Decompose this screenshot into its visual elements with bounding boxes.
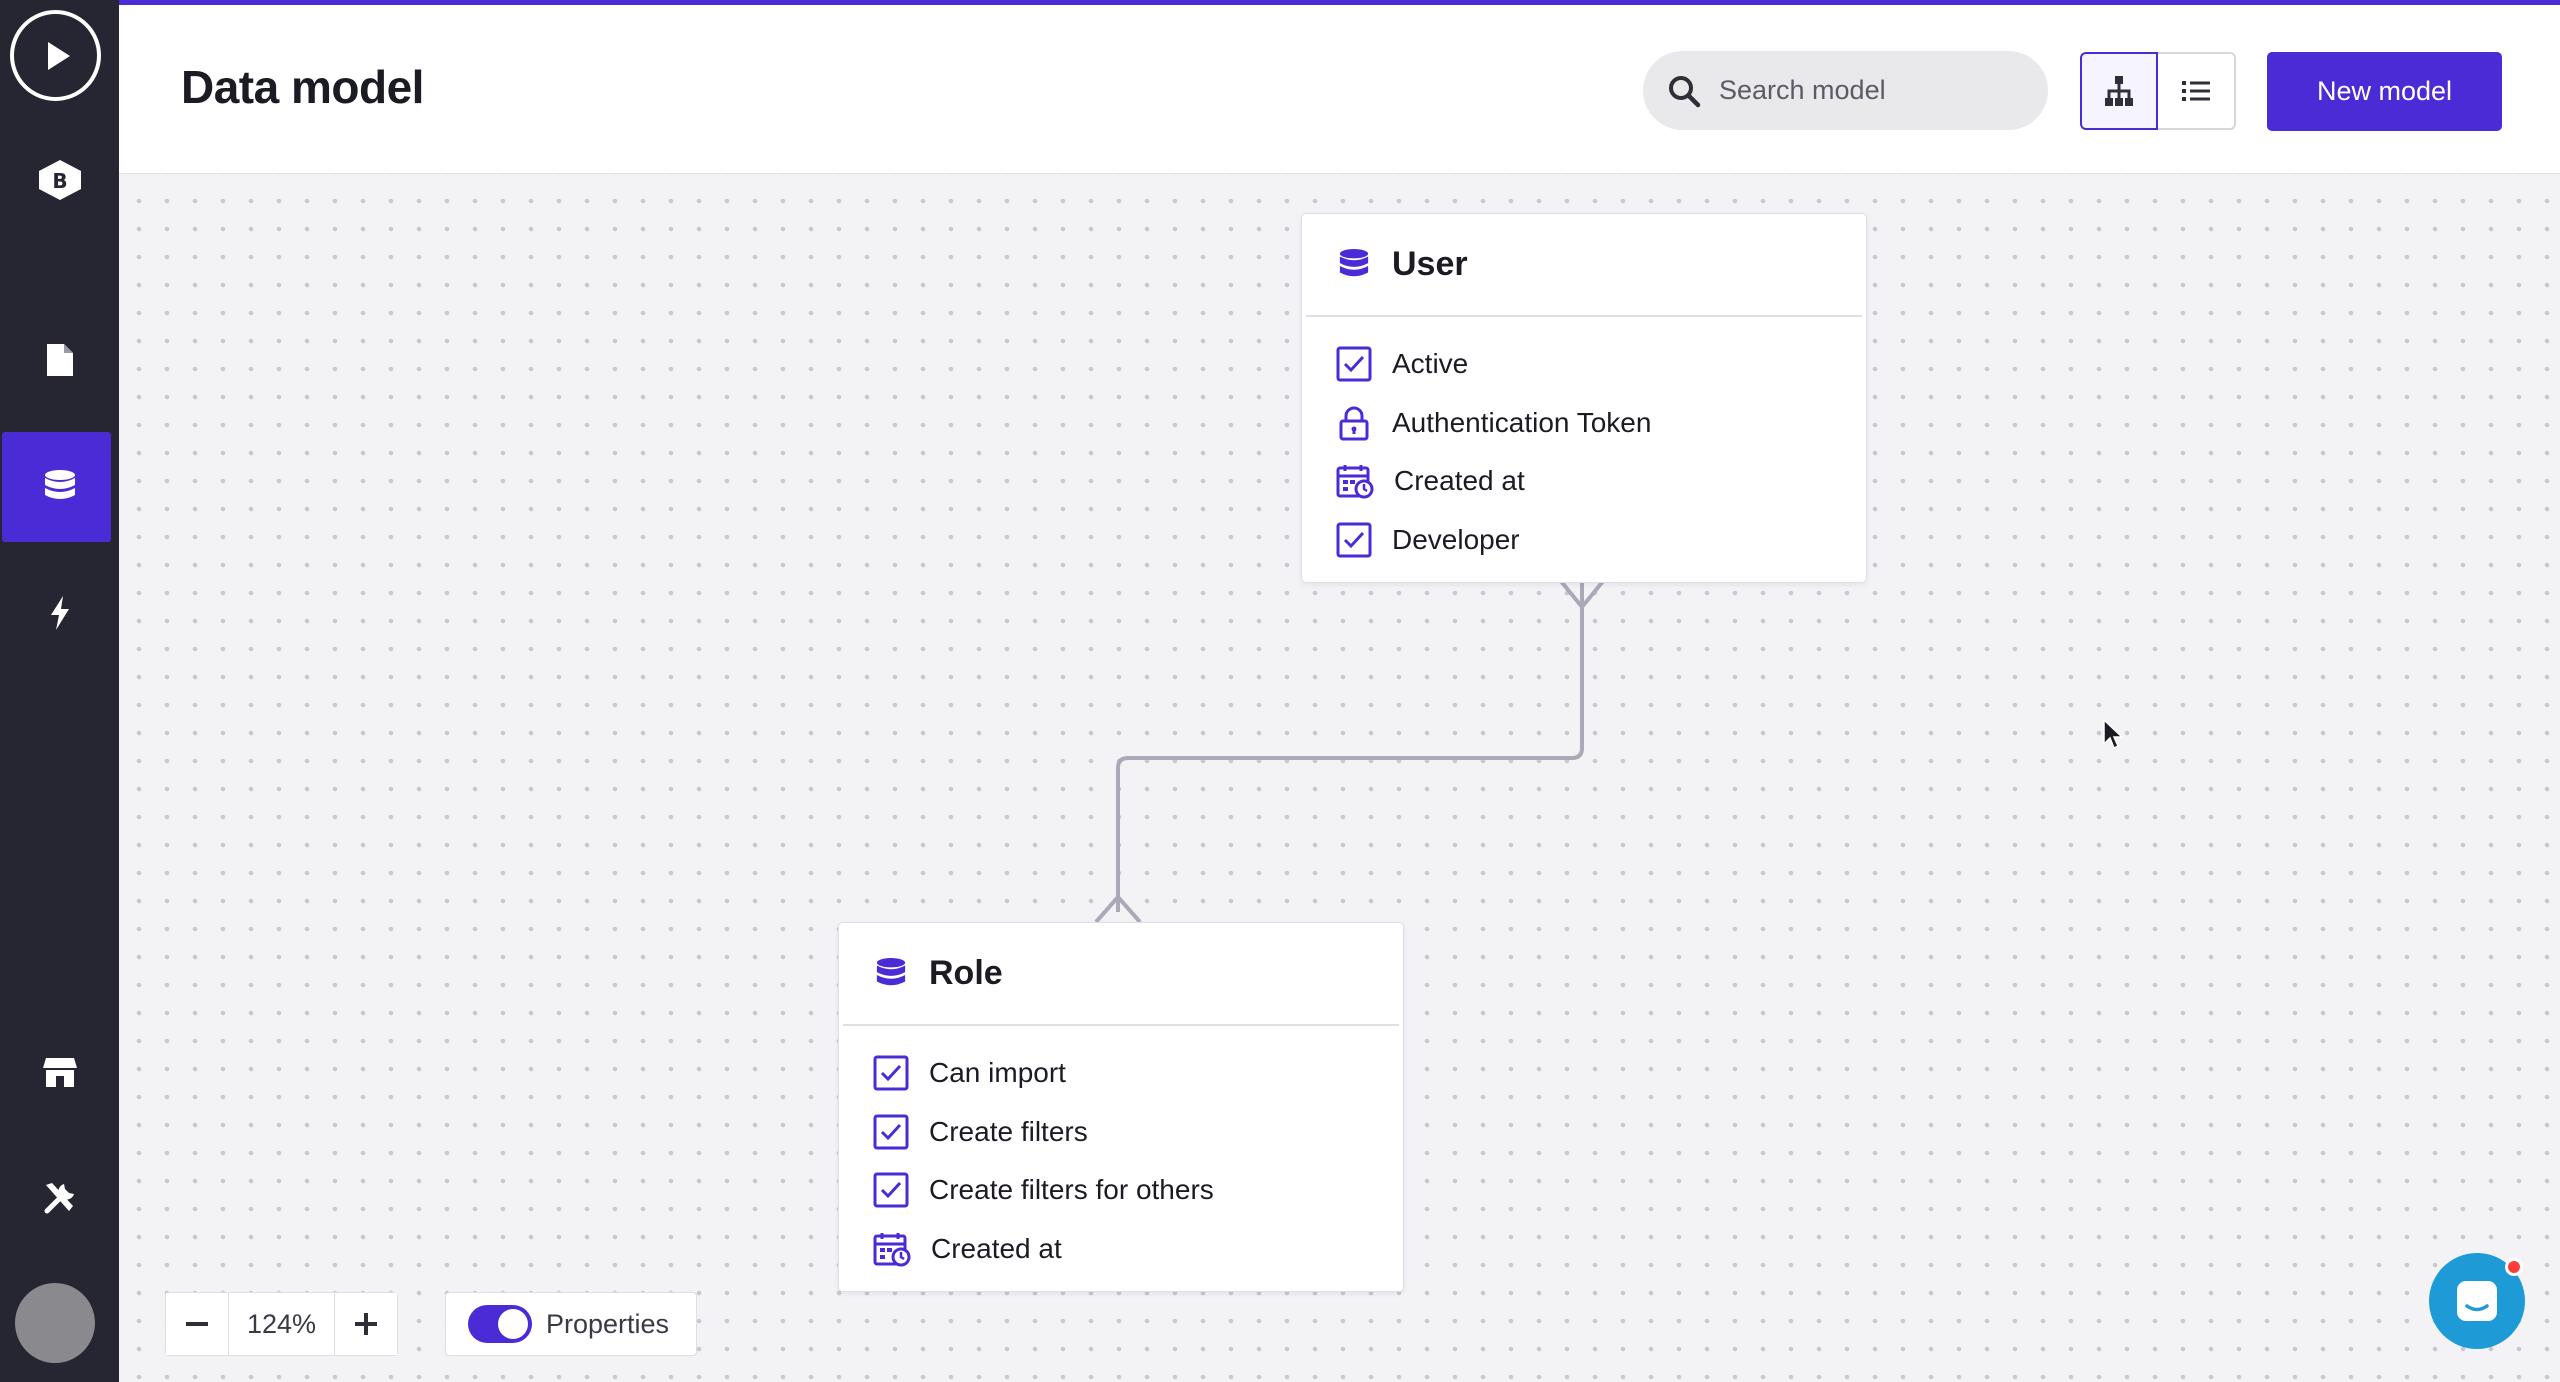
properties-switch[interactable] (468, 1305, 532, 1343)
checkbox-icon (873, 1055, 909, 1091)
store-icon[interactable] (0, 1017, 119, 1127)
page-icon[interactable] (0, 305, 119, 415)
page-title: Data model (181, 61, 424, 113)
search-box[interactable] (1643, 51, 2048, 130)
notification-dot (2505, 1258, 2523, 1276)
model-card-role[interactable]: Role Can import Create filters Create fi… (838, 922, 1404, 1292)
list-icon (2182, 81, 2210, 101)
properties-label: Properties (546, 1308, 670, 1339)
model-title: Role (929, 954, 1003, 992)
search-icon (1669, 75, 1701, 107)
property-label: Authentication Token (1392, 406, 1652, 438)
zoom-control: 124% (165, 1292, 398, 1356)
property-row[interactable]: Create filters (839, 1103, 1403, 1162)
property-label: Developer (1392, 523, 1520, 555)
database-icon (876, 957, 906, 985)
chat-icon (2457, 1281, 2497, 1321)
properties-toggle[interactable]: Properties (445, 1292, 697, 1356)
calendar-clock-icon (1336, 465, 1374, 499)
property-row[interactable]: Authentication Token (1302, 394, 1866, 453)
property-row[interactable]: Created at (1302, 452, 1866, 511)
model-title: User (1392, 245, 1468, 283)
plus-icon (355, 1313, 377, 1335)
diagram-canvas[interactable]: User Active Authentication Token Created… (119, 175, 2560, 1382)
property-row[interactable]: Can import (839, 1044, 1403, 1103)
property-label: Created at (931, 1232, 1062, 1264)
property-label: Created at (1394, 465, 1525, 497)
checkbox-icon (873, 1172, 909, 1208)
database-icon[interactable] (0, 432, 119, 542)
model-card-header[interactable]: Role (843, 923, 1399, 1026)
model-card-header[interactable]: User (1306, 214, 1862, 317)
sidebar: B (0, 0, 119, 1382)
model-card-user[interactable]: User Active Authentication Token Created… (1301, 213, 1867, 583)
header: Data model New model (119, 0, 2560, 174)
property-row[interactable]: Create filters for others (839, 1161, 1403, 1220)
lightning-icon[interactable] (0, 558, 119, 668)
hierarchy-icon (2105, 76, 2133, 106)
zoom-out-button[interactable] (166, 1293, 228, 1355)
property-label: Create filters for others (929, 1174, 1214, 1206)
property-label: Can import (929, 1057, 1066, 1089)
play-icon[interactable] (10, 10, 101, 101)
avatar[interactable] (15, 1283, 95, 1363)
minus-icon (186, 1322, 208, 1326)
lock-icon (1339, 406, 1369, 441)
search-input[interactable] (1719, 75, 2019, 106)
property-row[interactable]: Developer (1302, 511, 1866, 570)
checkbox-icon (1336, 346, 1372, 382)
zoom-level: 124% (228, 1293, 335, 1355)
mouse-cursor-icon (2103, 718, 2124, 750)
checkbox-icon (873, 1114, 909, 1150)
property-row[interactable]: Created at (839, 1220, 1403, 1279)
new-model-button[interactable]: New model (2267, 52, 2502, 131)
svg-text:B: B (52, 169, 67, 193)
budibase-logo-icon[interactable]: B (0, 125, 119, 235)
relationship-connector (1094, 578, 1606, 924)
property-row[interactable]: Active (1302, 335, 1866, 394)
list-view-button[interactable] (2158, 52, 2236, 130)
zoom-in-button[interactable] (335, 1293, 397, 1355)
diagram-view-button[interactable] (2080, 52, 2158, 130)
calendar-clock-icon (873, 1232, 911, 1267)
checkbox-icon (1336, 522, 1372, 558)
tools-icon[interactable] (0, 1143, 119, 1253)
database-icon (1339, 248, 1369, 276)
property-label: Active (1392, 348, 1469, 380)
model-properties: Active Authentication Token Created at D… (1302, 317, 1866, 569)
model-properties: Can import Create filters Create filters… (839, 1026, 1403, 1278)
property-label: Create filters (929, 1115, 1088, 1147)
